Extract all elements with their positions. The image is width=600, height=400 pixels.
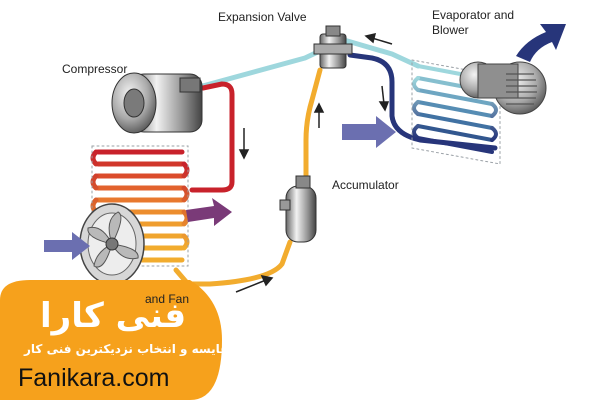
- blower-outlet-arrow: [516, 24, 566, 62]
- evaporator-blower-label: Evaporator and Blower: [432, 8, 515, 37]
- flow-arrow-evap-down: [378, 85, 390, 112]
- accumulator-label: Accumulator: [332, 178, 399, 192]
- condenser-fan: [79, 203, 145, 285]
- suction-line: [185, 47, 325, 93]
- brand-tagline: مقایسه و انتخاب نزدیکترین فنی کار: [24, 342, 237, 356]
- brand-url: Fanikara.com: [18, 364, 170, 392]
- discharge-line: [189, 81, 235, 193]
- evaporator-airflow-arrow: [342, 116, 396, 148]
- valve-feed-line: [303, 67, 323, 183]
- evaporator-outlet-line: [347, 52, 498, 151]
- expansion-valve: [313, 25, 353, 69]
- airflow-out-arrow: [186, 198, 232, 226]
- flow-arrow-down: [238, 128, 250, 160]
- evaporator-coil: [411, 59, 501, 165]
- blower: [459, 61, 547, 115]
- airflow-in-arrow: [44, 232, 90, 260]
- flow-arrow-up: [313, 102, 325, 128]
- evaporator-inlet-line: [341, 37, 421, 69]
- liquid-line: [173, 239, 293, 287]
- expansion-valve-label: Expansion Valve: [218, 10, 307, 24]
- airflow-arrows: [44, 24, 566, 260]
- condenser-fan-label: and Fan: [145, 292, 190, 306]
- compressor: [111, 72, 203, 134]
- accumulator: [279, 175, 317, 243]
- flow-arrows: [235, 33, 393, 293]
- brand-logo: فنی کارا: [40, 296, 187, 336]
- refrigerant-lines: [173, 37, 498, 287]
- flow-arrow-right: [235, 274, 274, 293]
- flow-arrow-evap-left: [364, 33, 393, 45]
- brand-badge: [0, 280, 222, 400]
- compressor-label: Compressor: [62, 62, 128, 76]
